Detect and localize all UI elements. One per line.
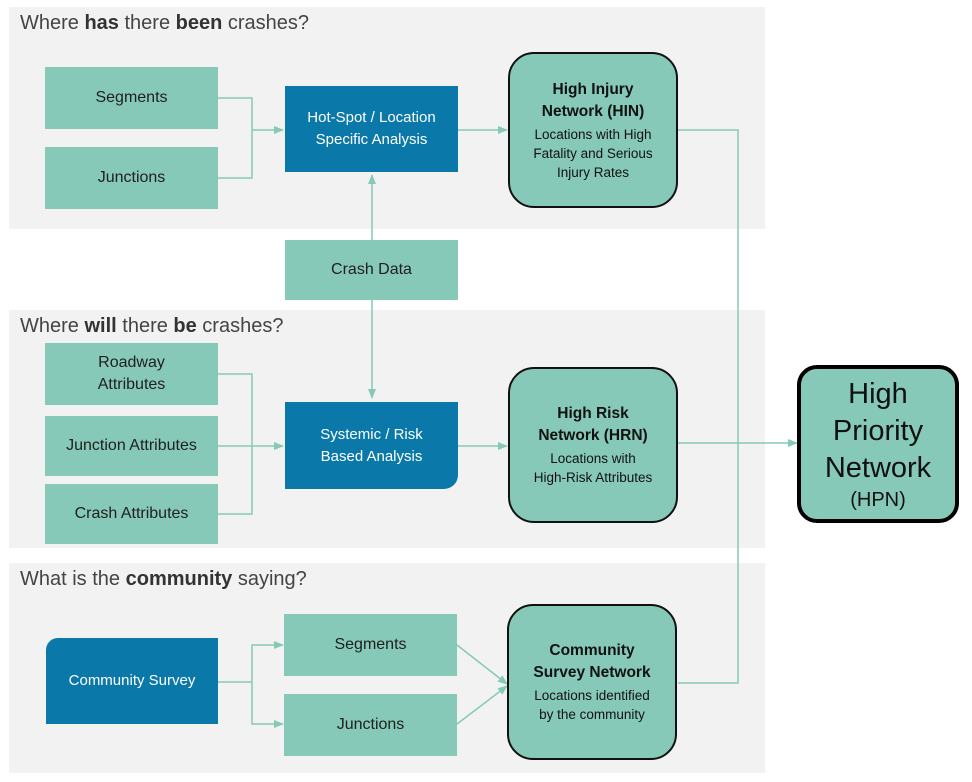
crash-data-box: Crash Data <box>285 240 458 300</box>
connector-segments-csn <box>456 644 508 685</box>
connector-roadway-systemic <box>218 373 284 450</box>
high-priority-network-box: High Priority Network (HPN) <box>797 365 959 523</box>
crash-attributes-box: Crash Attributes <box>45 484 218 544</box>
community-segments-box: Segments <box>284 614 457 676</box>
connector-csn-hpn <box>678 443 739 684</box>
connector-survey-junctions <box>251 682 284 728</box>
connector-hin-hpn <box>678 129 739 443</box>
junction-attributes-box: Junction Attributes <box>45 416 218 476</box>
community-survey-network-box: Community Survey Network Locations ident… <box>507 604 677 760</box>
connector-segments-hotspot <box>218 97 284 134</box>
section-heading-future-crashes: Where will there be crashes? <box>20 315 284 337</box>
segments-box: Segments <box>45 67 218 129</box>
connector-crash-attr-systemic <box>218 446 253 515</box>
section-heading-community: What is the community saying? <box>20 568 307 590</box>
connector-survey-segments <box>218 641 284 683</box>
section-heading-past-crashes: Where has there been crashes? <box>20 12 310 34</box>
connector-junctions-csn <box>456 685 508 725</box>
community-junctions-box: Junctions <box>284 694 457 756</box>
high-injury-network-box: High Injury Network (HIN) Locations with… <box>508 52 678 208</box>
community-survey-box: Community Survey <box>46 638 218 724</box>
connector-junctions-hotspot <box>218 130 253 179</box>
junctions-box: Junctions <box>45 147 218 209</box>
